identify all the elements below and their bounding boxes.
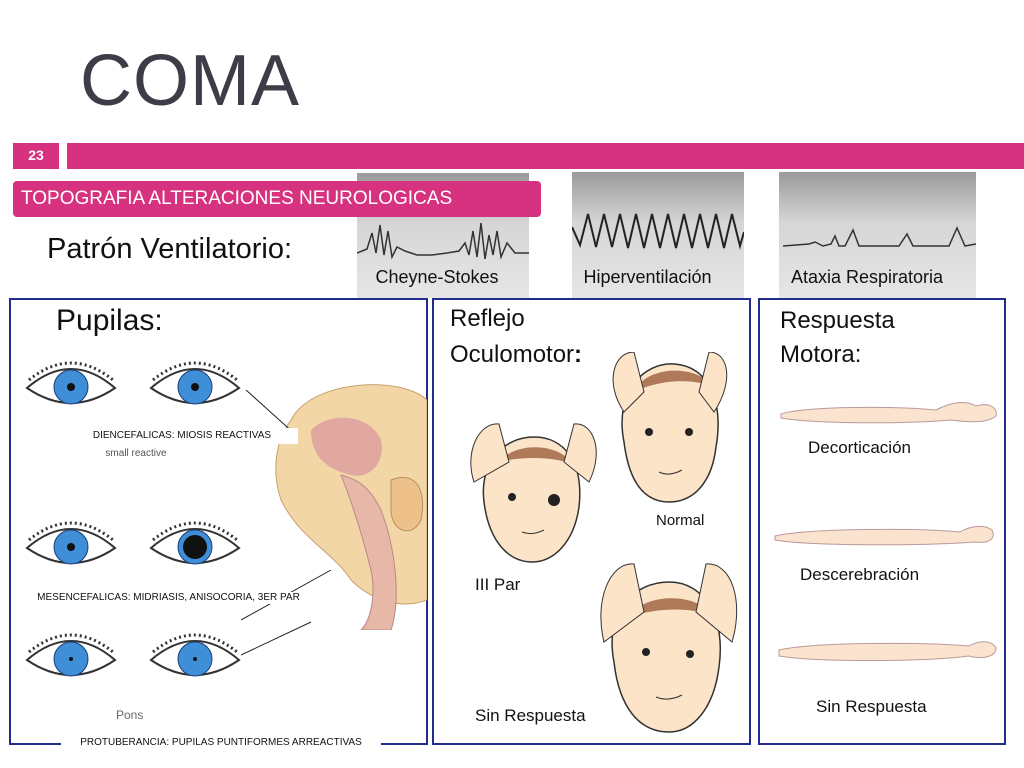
decorticate-posture-illustration	[780, 402, 997, 424]
diencephalic-caption: DIENCEFALICAS: MIOSIS REACTIVAS	[66, 428, 298, 444]
eye-icon	[149, 518, 241, 573]
pons-caption: Pons	[116, 708, 144, 722]
eye-icon	[149, 358, 241, 413]
header-bar	[67, 143, 1024, 169]
decorticate-caption: Decorticación	[808, 438, 911, 457]
decerebrate-caption: Descerebración	[800, 565, 920, 584]
brainstem-illustration	[275, 384, 427, 630]
third-nerve-caption: III Par	[475, 575, 521, 594]
hyperventilation-caption: Hiperventilación	[583, 267, 712, 287]
section-label: TOPOGRAFIA ALTERACIONES NEUROLOGICAS	[13, 181, 541, 217]
ataxic-breathing-image	[779, 172, 976, 298]
slide-title: COMA	[80, 41, 300, 121]
mesencephalic-caption: MESENCEFALICAS: MIDRIASIS, ANISOCORIA, 3…	[31, 592, 306, 604]
pupils-panel: Pupilas: DIENCEFALICAS: MIOSIS REACTIVAS…	[9, 298, 428, 748]
eye-icon	[25, 630, 117, 685]
decerebrate-posture-illustration	[774, 525, 994, 546]
normal-caption: Normal	[656, 512, 705, 529]
flaccid-caption: Sin Respuesta	[816, 697, 927, 716]
motor-heading-line1: Respuesta	[780, 307, 895, 334]
ataxic-breathing-caption: Ataxia Respiratoria	[790, 267, 944, 287]
oculomotor-panel: Reflejo Oculomotor: Normal III Par Sin R…	[432, 298, 751, 745]
slide-number-box	[13, 143, 59, 169]
eye-icon	[25, 358, 117, 413]
oculomotor-heading-line2: Oculomotor:	[450, 341, 583, 368]
small-reactive-caption: small reactive	[91, 448, 181, 459]
eye-icon	[25, 518, 117, 573]
cheyne-stokes-caption: Cheyne-Stokes	[375, 267, 499, 287]
no-response-caption: Sin Respuesta	[475, 706, 586, 725]
slide-number: 23	[28, 147, 44, 163]
eye-icon	[149, 630, 241, 685]
face-normal-illustration	[612, 352, 728, 503]
face-no-response-illustration	[600, 563, 738, 733]
motor-panel: Respuesta Motora: Decorticación Descereb…	[758, 298, 1006, 745]
pupils-heading: Pupilas:	[56, 304, 163, 337]
ventilation-label: Patrón Ventilatorio:	[47, 233, 293, 265]
oculomotor-heading-line1: Reflejo	[450, 305, 525, 332]
protuberance-caption: PROTUBERANCIA: PUPILAS PUNTIFORMES ARREA…	[61, 737, 381, 748]
face-third-nerve-illustration	[470, 423, 597, 563]
motor-heading-line2: Motora:	[780, 341, 862, 368]
hyperventilation-image	[572, 172, 744, 298]
flaccid-posture-illustration	[778, 641, 997, 661]
